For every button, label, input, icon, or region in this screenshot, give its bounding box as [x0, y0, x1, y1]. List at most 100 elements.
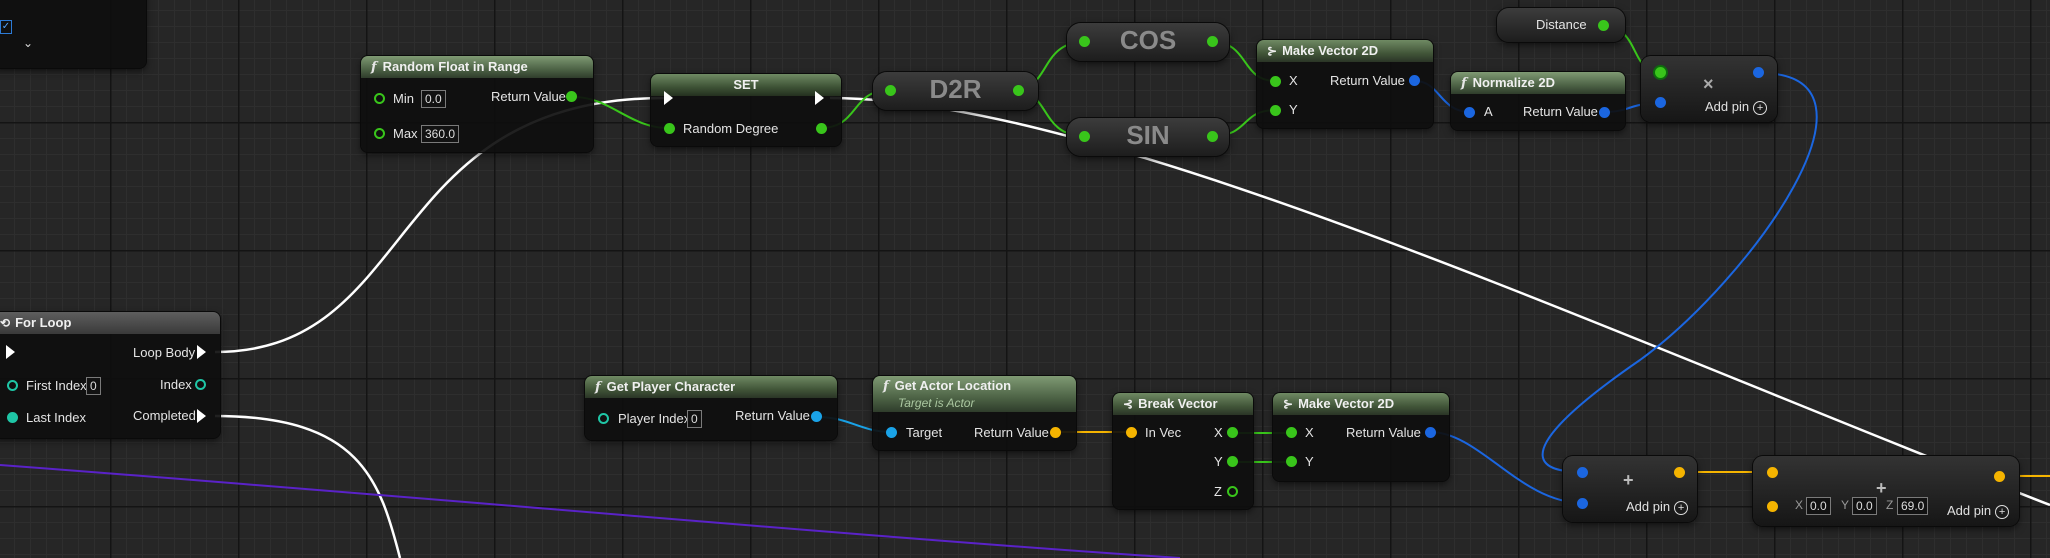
- exec-out-pin[interactable]: [815, 91, 824, 105]
- add-in-b-pin[interactable]: [1767, 501, 1778, 512]
- function-icon: f: [883, 379, 889, 394]
- add-in-a-pin[interactable]: [1767, 467, 1778, 478]
- z-value-input[interactable]: 69.0: [1897, 497, 1929, 515]
- z-pin[interactable]: [1227, 486, 1238, 497]
- player-index-input[interactable]: 0: [687, 410, 702, 428]
- exec-in-pin[interactable]: [664, 91, 673, 105]
- multiply-out-pin[interactable]: [1753, 67, 1764, 78]
- purple-wire: [0, 464, 1181, 558]
- return-value-pin[interactable]: [811, 411, 822, 422]
- cos-out-pin[interactable]: [1207, 36, 1218, 47]
- loop-icon: ⟲: [0, 316, 11, 330]
- add-out-pin[interactable]: [1674, 467, 1685, 478]
- distance-node[interactable]: Distance: [1497, 8, 1625, 42]
- x-label: X: [1214, 425, 1223, 440]
- z-label: Z: [1886, 498, 1894, 512]
- y-label: Y: [1841, 498, 1850, 512]
- in-vec-pin[interactable]: [1126, 427, 1137, 438]
- make-struct-icon: ⊱: [1283, 397, 1294, 411]
- last-index-pin[interactable]: [7, 412, 18, 423]
- min-value-input[interactable]: 0.0: [421, 90, 446, 108]
- completed-label: Completed: [133, 408, 196, 423]
- x-value-input[interactable]: 0.0: [1806, 497, 1831, 515]
- exec-in-pin[interactable]: [6, 345, 15, 359]
- in-vec-label: In Vec: [1145, 425, 1182, 440]
- y-value-input[interactable]: 0.0: [1852, 497, 1877, 515]
- add-icon: +: [1876, 478, 1887, 498]
- target-pin[interactable]: [886, 427, 897, 438]
- d2r-out-pin[interactable]: [1013, 85, 1024, 96]
- add-out-pin[interactable]: [1994, 471, 2005, 482]
- set-node[interactable]: SET Random Degree: [651, 74, 841, 146]
- return-value-pin[interactable]: [1050, 427, 1061, 438]
- add-in-a-pin[interactable]: [1577, 467, 1588, 478]
- target-label: Target: [906, 425, 943, 440]
- return-value-label: Return Value: [735, 408, 810, 423]
- for-loop-node[interactable]: ⟲For Loop Loop Body First Index 0 Index …: [0, 312, 220, 438]
- index-label: Index: [160, 377, 192, 392]
- completed-pin[interactable]: [197, 409, 206, 423]
- node-title: Normalize 2D: [1472, 75, 1555, 90]
- player-index-pin[interactable]: [598, 413, 609, 424]
- partial-node-top-left[interactable]: ✓ ⌄: [0, 0, 146, 68]
- min-pin[interactable]: [374, 93, 385, 104]
- add-vector2d-node[interactable]: + Add pin+: [1563, 456, 1697, 522]
- node-header: SET: [651, 74, 841, 96]
- x-pin[interactable]: [1270, 76, 1281, 87]
- z-label: Z: [1214, 484, 1222, 499]
- node-header: ⊱ Make Vector 2D: [1273, 393, 1449, 415]
- cos-in-pin[interactable]: [1079, 36, 1090, 47]
- max-pin[interactable]: [374, 128, 385, 139]
- sin-in-pin[interactable]: [1079, 131, 1090, 142]
- node-title: Make Vector 2D: [1298, 396, 1395, 411]
- x-pin[interactable]: [1227, 427, 1238, 438]
- add-pin-label: Add pin: [1947, 503, 1992, 518]
- add-in-b-pin[interactable]: [1577, 498, 1588, 509]
- return-value-pin[interactable]: [566, 91, 577, 102]
- add-vector-node[interactable]: X 0.0 Y 0.0 Z 69.0 + Add pin+: [1753, 456, 2019, 526]
- x-pin[interactable]: [1286, 427, 1297, 438]
- y-pin[interactable]: [1286, 456, 1297, 467]
- break-vector-node[interactable]: ⊰Break Vector In Vec X Y Z: [1113, 393, 1253, 509]
- make-vector-2d-node-bottom[interactable]: ⊱Make Vector 2D X Return Value Y: [1273, 393, 1449, 481]
- first-index-input[interactable]: 0: [86, 377, 101, 395]
- sin-node[interactable]: SIN: [1067, 118, 1229, 156]
- random-degree-label: Random Degree: [683, 121, 779, 136]
- node-header: ⟲For Loop: [0, 312, 220, 334]
- max-value-input[interactable]: 360.0: [421, 125, 460, 143]
- last-index-label: Last Index: [26, 410, 86, 425]
- y-pin[interactable]: [1227, 456, 1238, 467]
- multiply-in-b-pin[interactable]: [1655, 97, 1666, 108]
- loop-body-pin[interactable]: [197, 345, 206, 359]
- checkbox-checked-icon[interactable]: ✓: [0, 20, 12, 34]
- return-value-pin[interactable]: [1409, 75, 1420, 86]
- node-title: SET: [733, 77, 759, 92]
- first-index-pin[interactable]: [7, 380, 18, 391]
- distance-out-pin[interactable]: [1598, 20, 1609, 31]
- chevron-down-icon[interactable]: ⌄: [23, 36, 34, 50]
- multiply-in-a-pin[interactable]: [1655, 67, 1666, 78]
- random-degree-out-pin[interactable]: [816, 123, 827, 134]
- add-pin-button[interactable]: Add pin+: [1947, 503, 2010, 519]
- multiply-node[interactable]: × Add pin+: [1641, 56, 1777, 122]
- add-pin-button[interactable]: Add pin+: [1705, 99, 1768, 115]
- random-degree-in-pin[interactable]: [664, 123, 675, 134]
- d2r-in-pin[interactable]: [885, 85, 896, 96]
- cos-node[interactable]: COS: [1067, 23, 1229, 61]
- d2r-node[interactable]: D2R: [873, 72, 1038, 110]
- node-title: D2R: [929, 74, 982, 104]
- return-value-pin[interactable]: [1425, 427, 1436, 438]
- index-pin[interactable]: [195, 379, 206, 390]
- add-pin-button[interactable]: Add pin+: [1626, 499, 1689, 515]
- loop-body-label: Loop Body: [133, 345, 196, 360]
- y-pin[interactable]: [1270, 105, 1281, 116]
- return-value-pin[interactable]: [1599, 107, 1610, 118]
- make-vector-2d-node-top[interactable]: ⊱Make Vector 2D X Return Value Y: [1257, 40, 1433, 128]
- a-pin[interactable]: [1464, 107, 1475, 118]
- sin-out-pin[interactable]: [1207, 131, 1218, 142]
